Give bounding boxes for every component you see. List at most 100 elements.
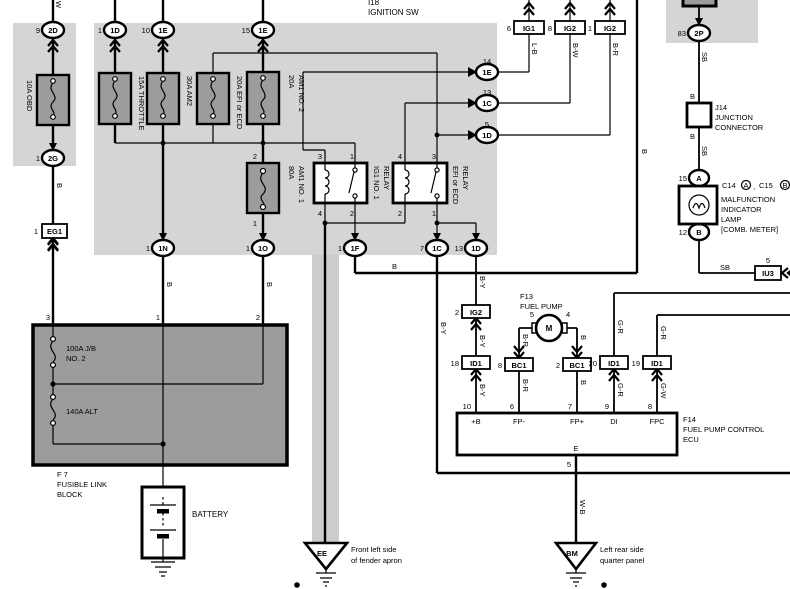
j14-body (685, 101, 713, 129)
ground-icon (316, 569, 336, 587)
connector-arrow-up (47, 38, 59, 53)
fuse-label: 10A OBD (25, 80, 34, 112)
connector-arrow-up (604, 1, 616, 16)
wire (161, 256, 265, 325)
ground-location: quarter panel (600, 556, 645, 565)
ignition-sw-title: I18 IGNITION SW (368, 0, 419, 17)
arrowhead-right (468, 130, 477, 140)
pin-label: 8 (648, 402, 652, 411)
fuse-element-icon (260, 172, 266, 207)
malfunction-indicator-lamp: C14 A , C15 B MALFUNCTION INDICATOR LAMP… (677, 179, 790, 234)
wire-color: W (54, 1, 63, 9)
fuse-terminal (259, 203, 267, 211)
fuse-label: 20A EFI or ECD (235, 76, 244, 130)
fuse-terminal (210, 76, 216, 82)
connector-label: 1O (258, 244, 268, 253)
relay-contact (352, 193, 358, 199)
connector-label: A (696, 174, 702, 183)
pin-label: 12 (679, 228, 687, 237)
battery-cell-plate (157, 534, 169, 539)
link-terminal (49, 336, 56, 343)
component-name: BLOCK (57, 490, 82, 499)
arrowhead-right (468, 98, 477, 108)
pin-label: 10 (463, 402, 471, 411)
terminal-label: IU3 (762, 269, 774, 278)
pin-label: 1 (253, 219, 257, 228)
wire-color: B (55, 183, 64, 188)
pin-label: 1 (432, 209, 436, 218)
junction-dot (434, 220, 440, 226)
pin-label: 9 (36, 26, 40, 35)
motor-label: M (546, 324, 553, 333)
wire-color: W-B (578, 500, 587, 514)
link-terminal (49, 394, 56, 401)
junction-dot (434, 132, 440, 138)
component-name: LAMP (721, 215, 741, 224)
wire-color: B-Y (478, 384, 487, 397)
ground-triangle-icon (553, 541, 599, 572)
pin-label: 1 (98, 26, 102, 35)
fuse-throttle: 15A THROTTLE (97, 71, 146, 130)
pin-label: 2 (253, 152, 257, 161)
link-terminal (49, 362, 56, 369)
fuse-terminal (260, 113, 266, 119)
fuse-label: AM1 NO. 2 (297, 75, 306, 112)
connector-2d: 2D9 (36, 20, 66, 40)
connector-arrow-up (157, 38, 169, 53)
arrowhead-down (259, 233, 267, 241)
wire (324, 203, 477, 234)
pin-label: 2 (350, 209, 354, 218)
fuse-label: AM1 NO. 1 (297, 166, 306, 203)
fuel-pump-f13: F13 FUEL PUMP M 5 4 (520, 292, 570, 343)
relay-coil-icon (324, 163, 330, 203)
pin-label: 4 (566, 310, 570, 319)
wire-color: SB (700, 52, 709, 62)
pin-label: 5 (485, 120, 489, 129)
shaded-regions (13, 0, 758, 543)
ground-code: EE (317, 549, 327, 558)
terminal-label: ID1 (470, 359, 482, 368)
connector-label: 1E (158, 26, 167, 35)
connector-ref: C15 (759, 181, 773, 190)
junction-dot (50, 381, 56, 387)
relay-name: RELAY (382, 166, 391, 190)
connector-arrow-up (257, 38, 269, 53)
pin-label: 9 (605, 402, 609, 411)
battery: BATTERY (140, 485, 229, 577)
component-name: FUEL PUMP CONTROL (683, 425, 764, 434)
pin-label: 8 (498, 361, 502, 370)
pin-label: 3 (46, 313, 50, 322)
pin-label: 1 (588, 24, 592, 33)
wire-b (353, 0, 639, 275)
relay-contact (352, 167, 358, 173)
connector-label: 1C (482, 99, 492, 108)
link-terminal (49, 420, 56, 427)
connector-label: 1C (432, 244, 442, 253)
fusible-link-icon (50, 340, 56, 363)
fuse-terminal (210, 113, 216, 119)
component-code: F 7 (57, 470, 68, 479)
wire-color: G-R (659, 326, 668, 340)
pin-label: 1 (36, 154, 40, 163)
wire-color: G-W (659, 383, 668, 399)
wire-color: B (640, 149, 649, 154)
f7-body (31, 323, 289, 467)
pin-label: 1 (338, 244, 342, 253)
fuse-terminal (112, 76, 118, 82)
circled-a-icon (740, 179, 752, 191)
pin-label: 1 (146, 244, 150, 253)
link-label: NO. 2 (66, 354, 86, 363)
pin-label: 3 (318, 152, 322, 161)
terminal-label: ID1 (651, 359, 663, 368)
wire-color: G-R (616, 320, 625, 334)
wire-by (435, 256, 790, 475)
fusible-link-icon (50, 398, 56, 421)
ground-icon (566, 569, 586, 587)
junction-connector-j14: J14 JUNCTION CONNECTOR (685, 101, 764, 132)
wire-color: L-B (530, 43, 539, 55)
